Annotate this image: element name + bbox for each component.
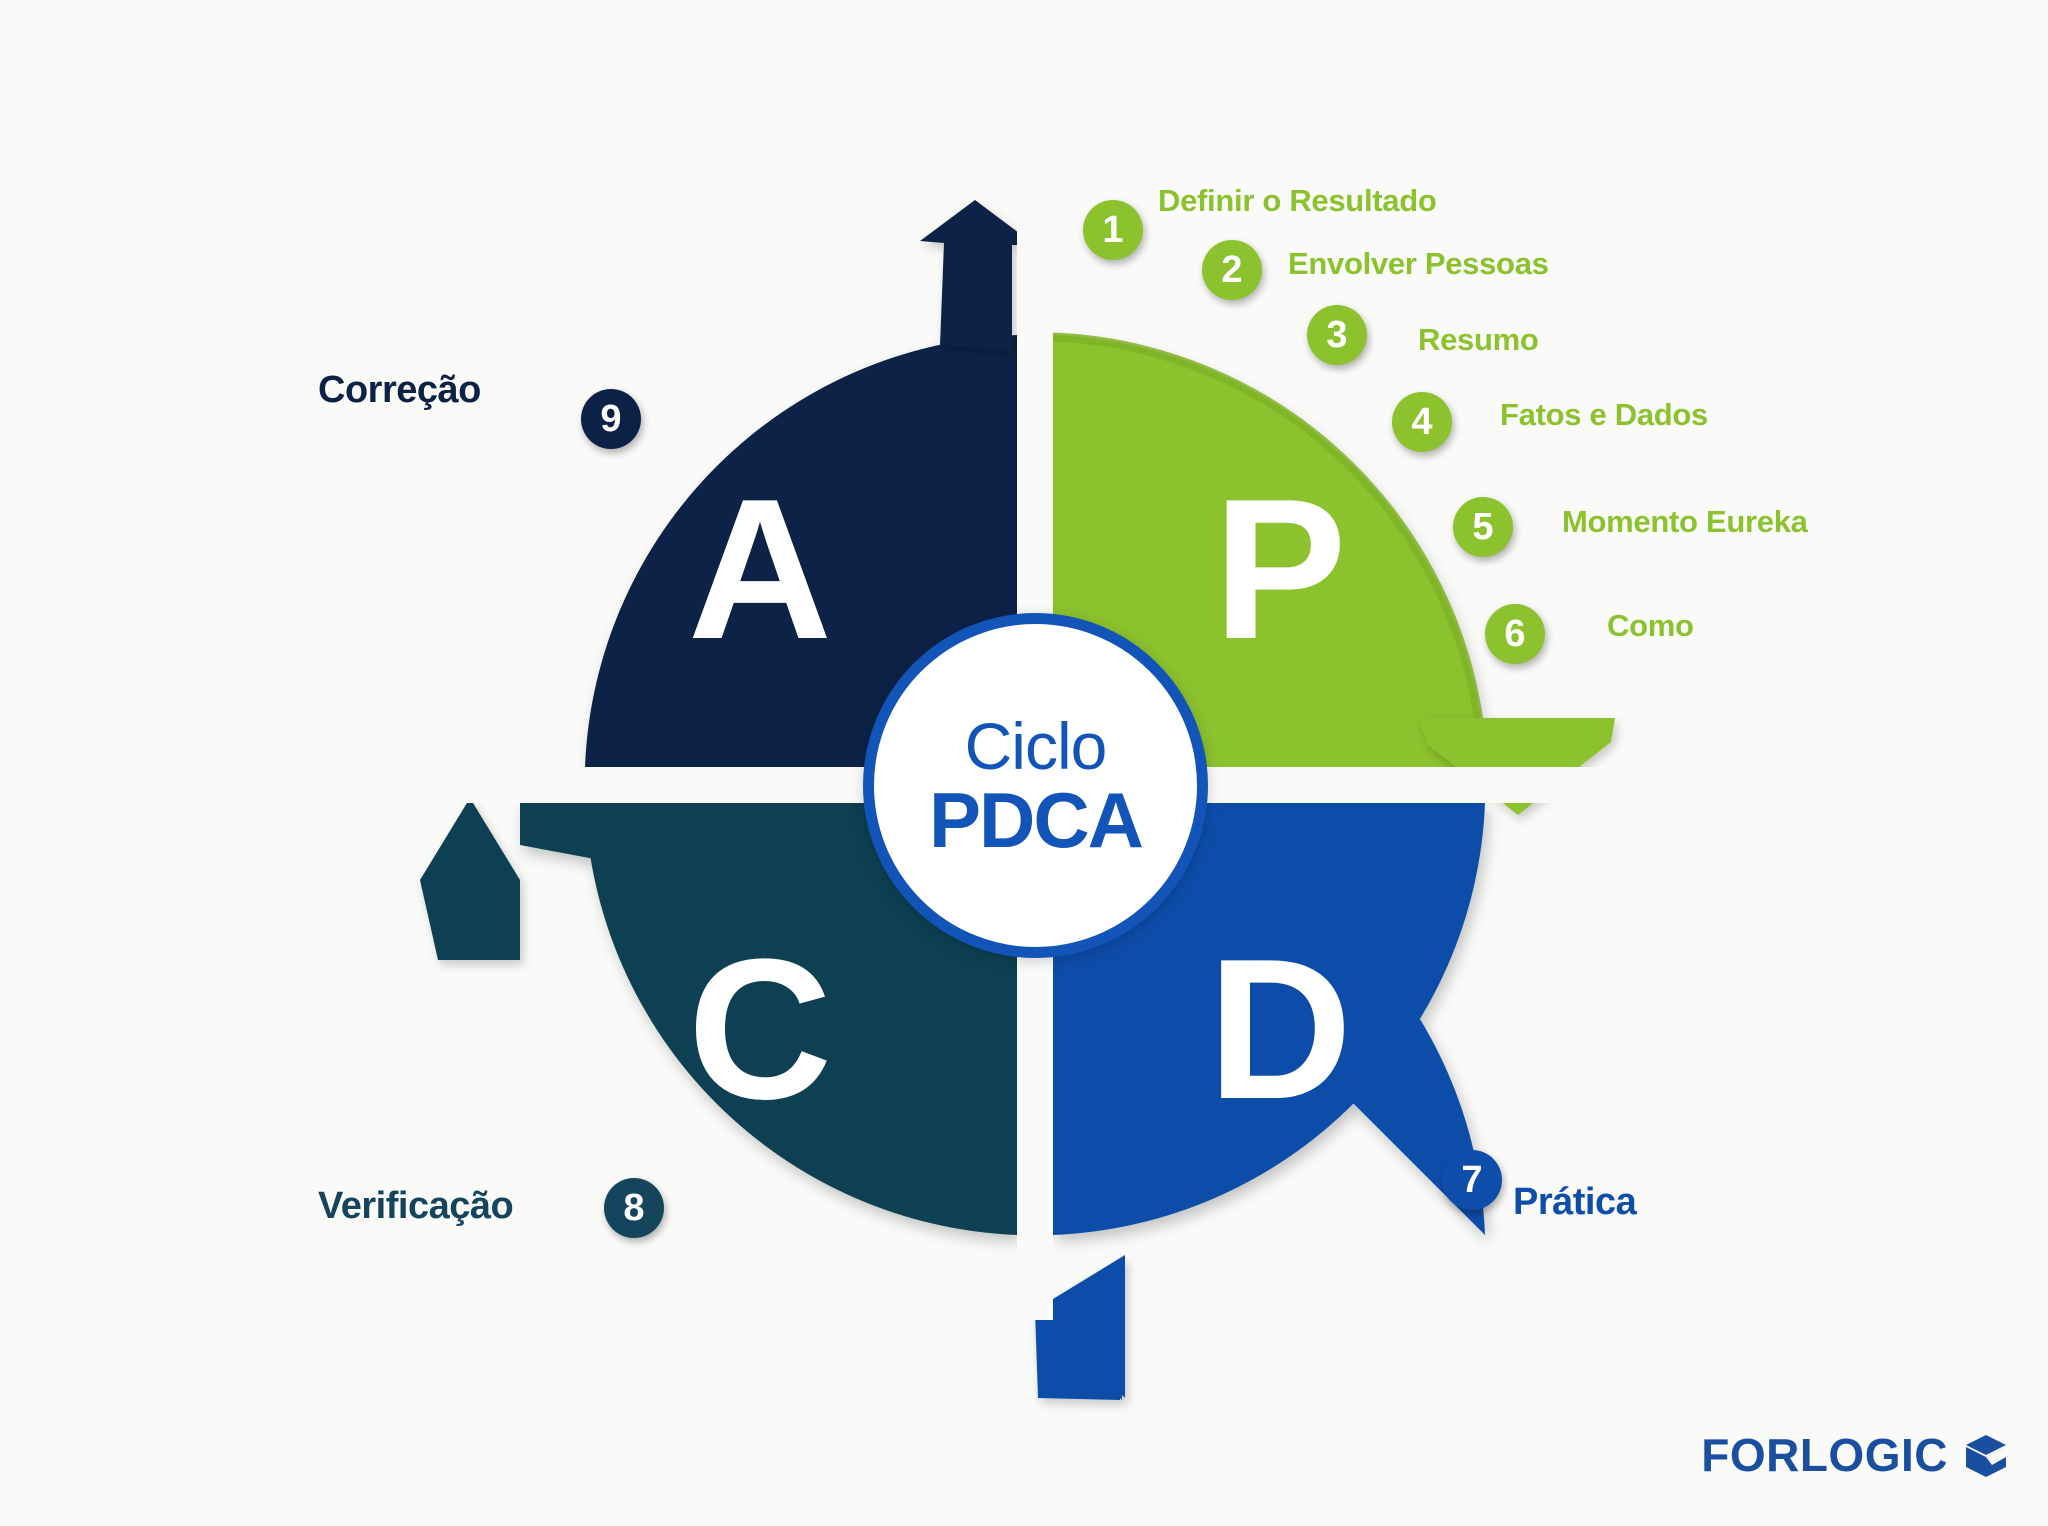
quadrant-letter-do: D xyxy=(1207,918,1353,1141)
phase-label-pratica: Prática xyxy=(1513,1181,1637,1223)
quadrant-check[interactable] xyxy=(520,800,1017,1235)
step-badge-1[interactable]: 1 xyxy=(1083,200,1143,260)
step-badge-2[interactable]: 2 xyxy=(1202,240,1262,300)
quadrant-letter-act: A xyxy=(687,458,833,681)
quadrant-act[interactable] xyxy=(585,335,1017,767)
forlogic-logo[interactable]: FORLOGIC xyxy=(1701,1428,2010,1482)
hub-label-pdca: PDCA xyxy=(928,775,1144,864)
phase-badge-7[interactable]: 7 xyxy=(1442,1150,1502,1210)
step-label-2: Envolver Pessoas xyxy=(1288,246,1549,281)
quadrant-plan[interactable] xyxy=(1053,335,1485,767)
plan-step-track xyxy=(1052,332,1488,766)
step-badge-6[interactable]: 6 xyxy=(1485,604,1545,664)
step-badge-3[interactable]: 3 xyxy=(1307,305,1367,365)
check-to-act-arrow xyxy=(420,798,520,960)
step-label-1: Definir o Resultado xyxy=(1158,183,1437,218)
quadrant-letter-plan: P xyxy=(1213,458,1347,681)
cube-icon xyxy=(1966,1435,2006,1477)
do-to-check-arrow xyxy=(1035,1255,1125,1400)
quadrant-letter-check: C xyxy=(687,918,833,1141)
hub-label-ciclo: Ciclo xyxy=(964,708,1108,783)
forlogic-wordmark: FORLOGIC xyxy=(1701,1429,1948,1481)
step-label-4: Fatos e Dados xyxy=(1500,397,1708,432)
step-badge-4[interactable]: 4 xyxy=(1392,392,1452,452)
step-label-3: Resumo xyxy=(1418,322,1539,357)
center-hub[interactable]: Ciclo PDCA xyxy=(863,613,1208,958)
phase-label-verificacao: Verificação xyxy=(318,1185,514,1227)
step-label-6: Como xyxy=(1607,608,1694,643)
step-badge-5[interactable]: 5 xyxy=(1453,497,1513,557)
phase-badge-8[interactable]: 8 xyxy=(604,1178,664,1238)
plan-to-do-arrow xyxy=(1418,718,1615,815)
step-label-5: Momento Eureka xyxy=(1562,504,1808,539)
phase-badge-9[interactable]: 9 xyxy=(581,389,641,449)
act-to-plan-arrow xyxy=(920,200,1035,350)
phase-label-correcao: Correção xyxy=(318,369,481,411)
